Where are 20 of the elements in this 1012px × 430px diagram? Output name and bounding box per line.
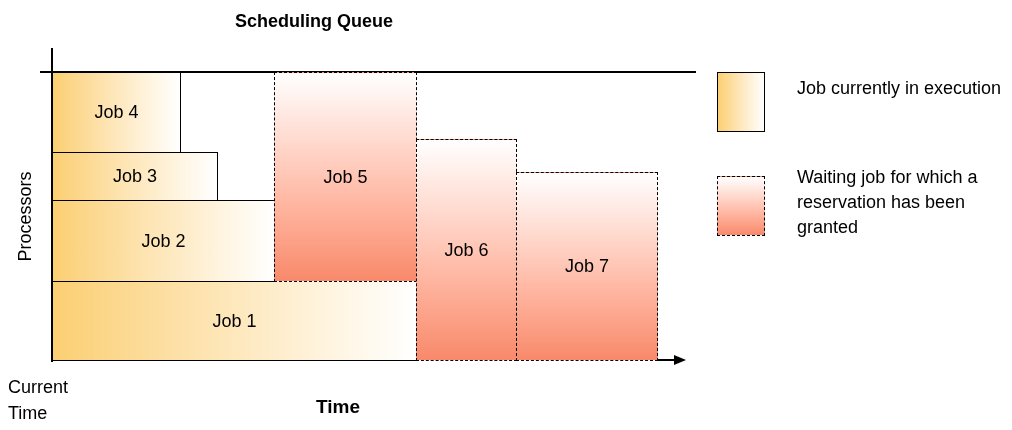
axis-label: Current Time (8, 376, 70, 425)
job-label: Job 6 (444, 238, 489, 262)
job-block (52, 152, 218, 201)
job-block (52, 281, 417, 361)
job-block (274, 72, 417, 282)
job-block (52, 72, 181, 153)
job-block (516, 172, 658, 361)
axis-label: Processors (13, 171, 36, 262)
job-label: Job 1 (212, 309, 257, 333)
job-block (416, 139, 517, 361)
legend-text: Waiting job for which a reservation has been granted (797, 166, 979, 239)
job-block (52, 200, 275, 282)
axis-label: Time (316, 395, 360, 419)
job-label: Job 2 (141, 229, 186, 253)
job-label: Job 3 (112, 165, 157, 188)
job-label: Job 5 (323, 165, 368, 189)
job-label: Job 7 (564, 255, 609, 278)
job-label: Job 4 (94, 101, 139, 124)
chart-title: Scheduling Queue (235, 10, 394, 33)
legend-text: Job currently in execution (797, 77, 1003, 100)
